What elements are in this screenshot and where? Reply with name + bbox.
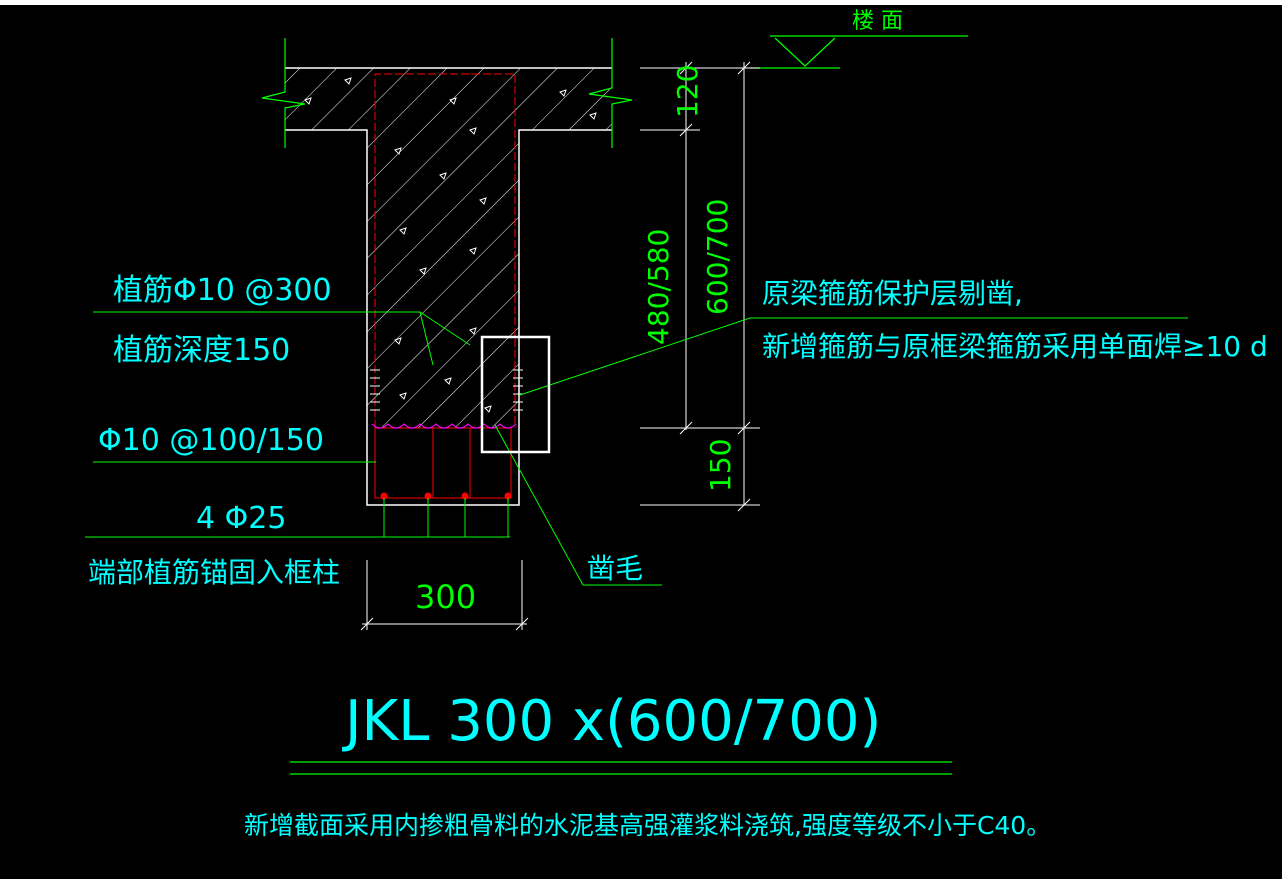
footnote: 新增截面采用内掺粗骨料的水泥基高强灌浆料浇筑,强度等级不小于C40。 [244, 811, 1051, 840]
main-bars [380, 492, 512, 500]
note-line-2: 新增箍筋与原框梁箍筋采用单面焊≥10 d [762, 330, 1268, 363]
vertical-dimensions [640, 61, 760, 512]
label-rebar-plant: 植筋Φ10 @300 [113, 273, 332, 308]
label-end-anchor: 端部植筋锚固入框柱 [88, 556, 340, 589]
right-break-mark [588, 38, 633, 148]
label-roughen: 凿毛 [587, 552, 643, 585]
left-break-mark [261, 38, 306, 148]
dim-slab: 120 [671, 65, 704, 118]
dim-width: 300 [415, 578, 476, 616]
floor-label: 楼 面 [852, 9, 903, 34]
section-title: JKL 300 x(600/700) [342, 689, 881, 754]
width-dimension [360, 560, 529, 631]
window-top-edge [0, 0, 1282, 5]
label-stirrup: Φ10 @100/150 [98, 423, 324, 458]
dim-beam-total: 600/700 [701, 199, 734, 315]
dim-beam-web: 480/580 [642, 229, 675, 345]
leader-lines [85, 311, 1188, 586]
selection-box[interactable] [480, 335, 551, 454]
label-plant-depth: 植筋深度150 [113, 333, 290, 368]
note-line-1: 原梁箍筋保护层剔凿, [762, 277, 1023, 310]
label-main-bar: 4 Φ25 [196, 501, 286, 536]
dim-bottom: 150 [704, 439, 737, 492]
roughen-interface [371, 423, 517, 429]
floor-level-marker [750, 35, 968, 69]
